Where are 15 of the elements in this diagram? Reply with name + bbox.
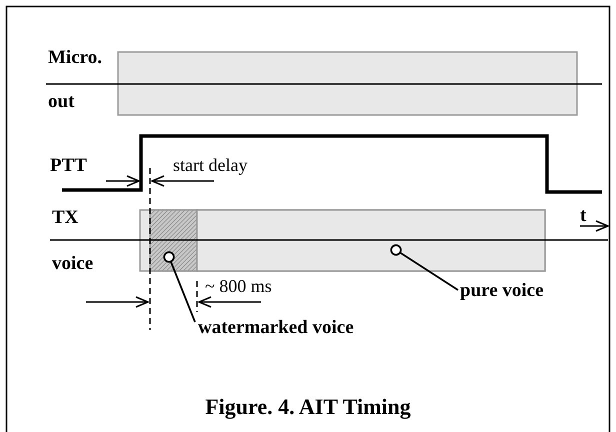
dimension-label: ~ 800 ms — [205, 277, 272, 295]
signal-name: PTT — [50, 156, 87, 175]
callout-label: pure voice — [460, 281, 544, 300]
axis-label: t — [580, 206, 586, 225]
figure-caption: Figure. 4. AIT Timing — [204, 396, 412, 418]
signal-name: Micro. — [48, 48, 102, 67]
dimension-label: start delay — [173, 156, 248, 174]
signal-segment — [196, 209, 546, 272]
leader-line — [390, 244, 458, 291]
signal-name: voice — [52, 254, 94, 273]
signal-name: out — [48, 92, 74, 111]
signal-name: TX — [52, 208, 78, 227]
signal-segment — [149, 209, 198, 272]
callout-label: watermarked voice — [198, 318, 354, 337]
leader-line — [163, 251, 196, 322]
